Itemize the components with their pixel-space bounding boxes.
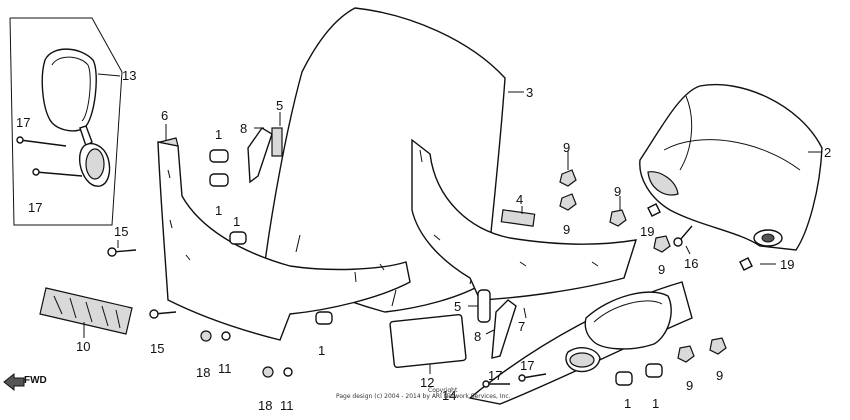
callouts: 13 17 17 3 2 6 5 8 1 1 1 4 9 9 9 19 9 16… <box>16 68 831 413</box>
callout-4: 4 <box>516 192 523 207</box>
callout-13: 13 <box>122 68 136 83</box>
callout-8: 8 <box>474 329 481 344</box>
honda-emblem <box>39 287 133 335</box>
callout-17: 17 <box>488 368 502 383</box>
callout-12: 12 <box>420 375 434 390</box>
mirror-inset <box>9 17 123 226</box>
callout-1: 1 <box>624 396 631 411</box>
callout-15: 15 <box>114 224 128 239</box>
mirror-panel-right <box>468 281 693 405</box>
callout-8: 8 <box>240 121 247 136</box>
callout-9: 9 <box>716 368 723 383</box>
callout-7: 7 <box>518 319 525 334</box>
callout-19: 19 <box>780 257 794 272</box>
callout-3: 3 <box>526 85 533 100</box>
fwd-arrow: FWD <box>3 372 47 392</box>
callout-16: 16 <box>684 256 698 271</box>
callout-11: 11 <box>280 398 294 413</box>
callout-5: 5 <box>454 299 461 314</box>
callout-17: 17 <box>520 358 534 373</box>
footer-copyright: Copyright <box>428 387 458 394</box>
emblem-plate <box>500 209 536 227</box>
callout-6: 6 <box>161 108 168 123</box>
callout-5: 5 <box>276 98 283 113</box>
callout-1: 1 <box>233 214 240 229</box>
callout-18: 18 <box>196 365 210 380</box>
meter-lens <box>389 313 467 369</box>
leader-lines <box>83 73 822 374</box>
callout-9: 9 <box>563 140 570 155</box>
callout-17: 17 <box>16 115 30 130</box>
callout-19: 19 <box>640 224 654 239</box>
callout-9: 9 <box>563 222 570 237</box>
callout-9: 9 <box>686 378 693 393</box>
fairing-right <box>411 138 638 301</box>
callout-17: 17 <box>28 200 42 215</box>
instrument-housing <box>639 83 823 251</box>
callout-9: 9 <box>614 184 621 199</box>
callout-15: 15 <box>150 341 164 356</box>
callout-1: 1 <box>318 343 325 358</box>
callout-10: 10 <box>76 339 90 354</box>
callout-11: 11 <box>218 361 232 376</box>
callout-9: 9 <box>658 262 665 277</box>
callout-2: 2 <box>824 145 831 160</box>
fairing-left <box>157 137 411 341</box>
callout-14: 14 <box>442 388 456 403</box>
fwd-label: FWD <box>24 375 47 386</box>
footer-design-credit: Page design (c) 2004 - 2014 by ARI Netwo… <box>336 393 511 400</box>
callout-1: 1 <box>652 396 659 411</box>
callout-1: 1 <box>215 203 222 218</box>
callout-18: 18 <box>258 398 272 413</box>
callout-1: 1 <box>215 127 222 142</box>
hardware <box>107 127 753 388</box>
